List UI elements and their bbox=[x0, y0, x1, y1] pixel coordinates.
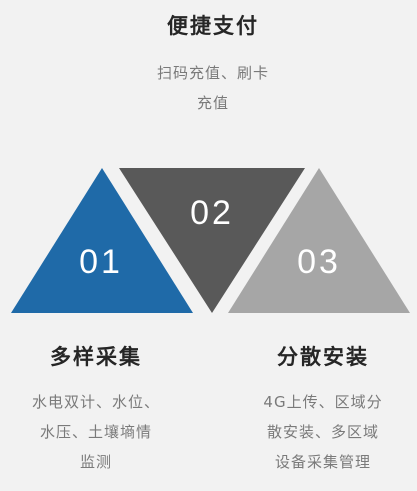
section-title-install: 分散安装 bbox=[277, 345, 369, 369]
triangle-03 bbox=[228, 168, 410, 313]
section-collection: 多样采集 水电双计、水位、 水压、土壤墒情 监测 bbox=[8, 343, 184, 477]
section-payment: 便捷支付 扫码充值、刷卡 充值 bbox=[108, 12, 318, 118]
section-desc-install: 4G上传、区域分 散安装、多区域 设备采集管理 bbox=[237, 387, 409, 477]
desc-line: 水压、土壤墒情 bbox=[39, 423, 152, 441]
desc-line: 监测 bbox=[79, 453, 112, 471]
desc-line: 4G上传、区域分 bbox=[263, 393, 383, 411]
desc-line: 扫码充值、刷卡 bbox=[156, 64, 269, 82]
triangle-number-01: 01 bbox=[79, 243, 123, 281]
section-title-payment: 便捷支付 bbox=[167, 14, 259, 38]
triangle-01 bbox=[11, 168, 193, 313]
desc-line: 充值 bbox=[196, 94, 229, 112]
desc-line: 水电双计、水位、 bbox=[31, 393, 160, 411]
triangle-02 bbox=[119, 168, 305, 313]
triangle-number-03: 03 bbox=[297, 243, 341, 281]
triangle-number-02: 02 bbox=[190, 194, 234, 232]
section-desc-collection: 水电双计、水位、 水压、土壤墒情 监测 bbox=[8, 387, 184, 477]
section-title-collection: 多样采集 bbox=[50, 345, 142, 369]
desc-line: 散安装、多区域 bbox=[266, 423, 379, 441]
desc-line: 设备采集管理 bbox=[274, 453, 371, 471]
section-install: 分散安装 4G上传、区域分 散安装、多区域 设备采集管理 bbox=[237, 343, 409, 477]
section-desc-payment: 扫码充值、刷卡 充值 bbox=[108, 58, 318, 118]
